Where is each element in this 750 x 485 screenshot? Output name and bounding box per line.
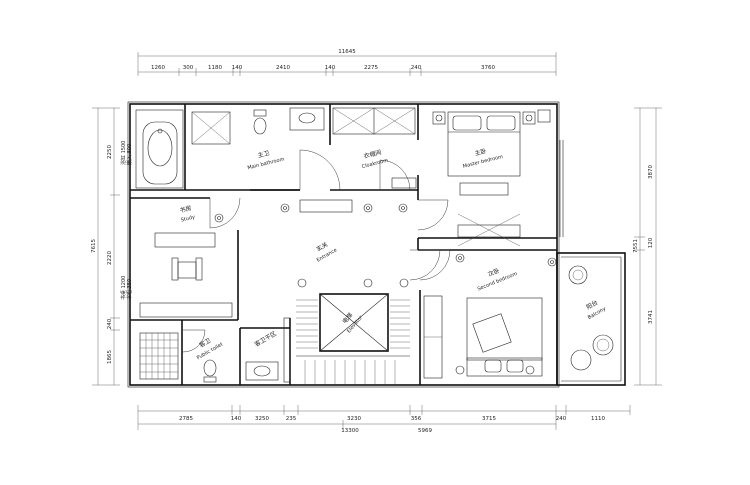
bottom-dimension-chain: 2785 140 3250 235 3230 356 3715 240 1110… (137, 405, 631, 434)
entrance-fixtures (280, 199, 410, 385)
bottom-dim-1: 2785 (179, 416, 193, 422)
bottom-partial-dimension: 5969 (418, 428, 432, 434)
master-bedroom-cn: 主卧 (474, 147, 488, 158)
public-toilet-fixtures (139, 317, 291, 383)
second-bedroom-cn: 次卧 (487, 266, 501, 278)
bottom-dim-8: 240 (556, 416, 567, 422)
top-dimension-chain: 11645 1260 300 1180 140 2410 140 2275 24… (137, 49, 557, 76)
bottom-dim-4: 235 (286, 416, 297, 422)
top-dim-5: 2410 (276, 65, 290, 71)
bottom-dim-5: 3230 (347, 416, 361, 422)
desk (154, 232, 216, 248)
right-total-dimension: 7551 (633, 239, 639, 253)
public-toilet-bowl (203, 359, 217, 377)
balcony-fixtures (568, 265, 614, 371)
second-bed (466, 297, 543, 361)
top-total-dimension: 11645 (338, 49, 356, 55)
main-bathroom-fixtures: 浴缸 1500 嵌入 800 (120, 107, 325, 189)
bottom-dim-6: 356 (411, 416, 422, 422)
bath-note-2: 嵌入 800 (126, 144, 133, 165)
study-cn: 书房 (179, 204, 193, 215)
study-note-2: 书柜 350 (126, 279, 133, 300)
right-dim-3: 3741 (648, 310, 654, 324)
top-dim-6: 140 (325, 65, 336, 71)
second-bedroom-fixtures (423, 253, 557, 379)
wash-basin (245, 361, 279, 381)
shower-tray (191, 111, 231, 145)
bottom-total-dimension: 13300 (341, 428, 359, 434)
washroom-cn: 客卫干区 (253, 329, 278, 348)
vanity-counter (289, 107, 325, 131)
top-dim-4: 140 (232, 65, 243, 71)
study-en: Study (180, 214, 195, 223)
right-dimension-chain: 3870 120 3741 7551 (633, 107, 662, 386)
study-note-1: 书桌 1200 (120, 276, 127, 300)
toilet (253, 117, 267, 135)
bottom-dim-3: 3250 (255, 416, 269, 422)
left-dim-4: 1865 (107, 350, 113, 364)
left-dimension-chain: 2250 2220 240 1865 7615 (91, 107, 120, 386)
bath-note-1: 浴缸 1500 (120, 141, 127, 165)
top-dim-3: 1180 (208, 65, 222, 71)
balcony-chair (592, 334, 614, 356)
top-dim-9: 3760 (481, 65, 495, 71)
top-dim-1: 1260 (151, 65, 165, 71)
bottom-dim-7: 3715 (482, 416, 496, 422)
left-dim-1: 2250 (107, 145, 113, 159)
cloakroom-fixtures (332, 107, 417, 189)
left-dim-3: 240 (107, 318, 113, 329)
doors (182, 149, 451, 353)
study-fixtures: 书桌 1200 书柜 350 (120, 213, 233, 318)
right-dim-2: 120 (648, 237, 654, 248)
right-dim-1: 3870 (648, 165, 654, 179)
outer-walls (127, 101, 626, 388)
bottom-dim-2: 140 (231, 416, 242, 422)
bottom-dim-9: 1110 (591, 416, 605, 422)
top-dim-8: 240 (411, 65, 422, 71)
main-bathroom-en: Main bathroom (247, 156, 285, 171)
master-bedroom-fixtures (432, 109, 551, 247)
cloakroom-cn: 衣帽间 (363, 148, 382, 160)
balcony-plant (568, 265, 588, 285)
bathtub (142, 121, 178, 185)
master-bed (447, 111, 521, 177)
left-total-dimension: 7615 (91, 239, 97, 253)
left-dim-2: 2220 (107, 251, 113, 265)
main-bathroom-cn: 主卫 (257, 149, 271, 160)
top-dim-2: 300 (183, 65, 194, 71)
top-dim-7: 2275 (364, 65, 378, 71)
